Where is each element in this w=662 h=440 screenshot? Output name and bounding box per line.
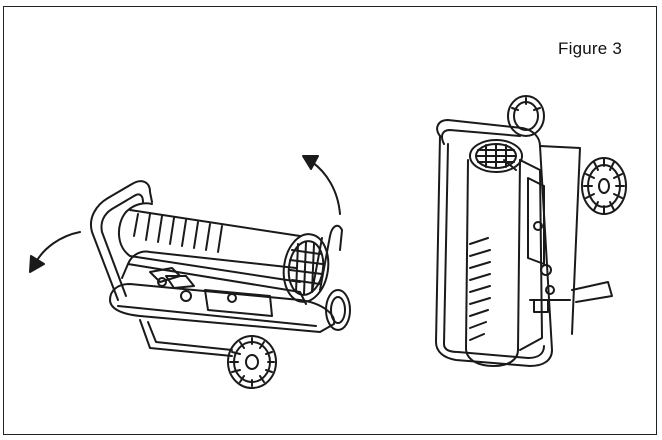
rotate-arrow-left-icon xyxy=(30,232,80,272)
rotate-arrow-up-icon xyxy=(303,156,340,214)
figure-label: Figure 3 xyxy=(558,39,622,58)
figure-frame: Figure 3 xyxy=(3,6,657,435)
heater-tilted-horizontal-icon xyxy=(91,181,350,388)
heater-upright-vertical-icon xyxy=(436,96,626,366)
